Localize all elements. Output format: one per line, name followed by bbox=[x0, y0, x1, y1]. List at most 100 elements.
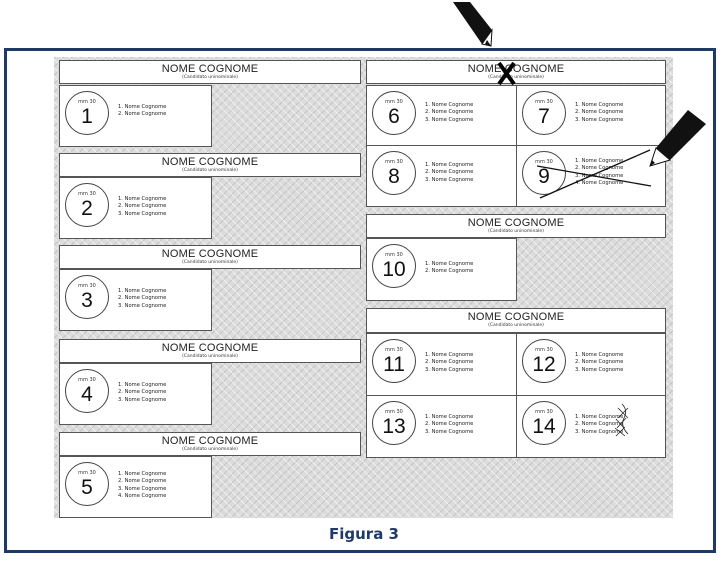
candidate-name: 2. Nome Cognome bbox=[118, 203, 167, 210]
candidate-name: 3. Nome Cognome bbox=[425, 366, 474, 373]
symbol-size-label: mm 30 bbox=[535, 409, 553, 415]
list-header: NOME COGNOME (Candidato uninominale) bbox=[59, 245, 361, 269]
symbol-size-label: mm 30 bbox=[78, 283, 96, 289]
symbol-box[interactable]: mm 30 12 1. Nome Cognome 2. Nome Cognome… bbox=[516, 333, 666, 396]
candidate-subtitle: (Candidato uninominale) bbox=[182, 168, 238, 173]
figure-caption: Figura 3 bbox=[329, 525, 399, 543]
candidate-name: 1. Nome Cognome bbox=[118, 471, 167, 477]
symbol-box[interactable]: mm 30 5 1. Nome Cognome 2. Nome Cognome … bbox=[59, 456, 212, 518]
single-member-candidate-name: NOME COGNOME bbox=[467, 63, 565, 75]
symbol-box[interactable]: mm 30 1 1. Nome Cognome 2. Nome Cognome bbox=[59, 85, 212, 147]
candidate-name: 3. Nome Cognome bbox=[425, 116, 474, 123]
candidate-name: 1. Nome Cognome bbox=[118, 288, 167, 294]
candidate-name: 3. Nome Cognome bbox=[118, 210, 167, 217]
party-symbol[interactable]: mm 30 10 bbox=[372, 244, 416, 288]
symbol-number: 9 bbox=[538, 165, 550, 188]
candidate-name: 3. Nome Cognome bbox=[118, 302, 167, 309]
candidate-list: 1. Nome Cognome 2. Nome Cognome 3. Nome … bbox=[575, 158, 623, 187]
candidate-list: 1. Nome Cognome 2. Nome Cognome 3. Nome … bbox=[575, 352, 623, 374]
party-symbol[interactable]: mm 30 6 bbox=[372, 91, 416, 135]
symbol-size-label: mm 30 bbox=[78, 470, 96, 476]
party-symbol[interactable]: mm 30 7 bbox=[522, 91, 566, 135]
symbol-number: 14 bbox=[532, 415, 556, 438]
symbol-size-label: mm 30 bbox=[385, 252, 403, 258]
list-header: NOME COGNOME (Candidato uninominale) bbox=[366, 308, 666, 333]
candidate-name: 3. Nome Cognome bbox=[118, 396, 167, 403]
symbol-number: 7 bbox=[538, 105, 550, 128]
candidate-name: 4. Nome Cognome bbox=[575, 179, 624, 186]
list-header: NOME COGNOME (Candidato uninominale) bbox=[59, 432, 361, 456]
party-symbol[interactable]: mm 30 5 bbox=[65, 462, 109, 506]
single-member-candidate-name: NOME COGNOME bbox=[161, 248, 259, 260]
candidate-subtitle: (Candidato uninominale) bbox=[488, 229, 544, 234]
candidate-name: 3. Nome Cognome bbox=[575, 366, 624, 373]
candidate-name: 3. Nome Cognome bbox=[425, 428, 474, 435]
candidate-name: 1. Nome Cognome bbox=[425, 102, 474, 108]
candidate-name: 1. Nome Cognome bbox=[118, 196, 167, 202]
candidate-subtitle: (Candidato uninominale) bbox=[182, 447, 238, 452]
single-member-candidate-name: NOME COGNOME bbox=[161, 156, 259, 168]
pencil-icon bbox=[453, 2, 493, 47]
candidate-subtitle: (Candidato uninominale) bbox=[488, 75, 544, 80]
symbol-box[interactable]: mm 30 6 1. Nome Cognome 2. Nome Cognome … bbox=[366, 85, 517, 146]
candidate-name: 2. Nome Cognome bbox=[118, 389, 167, 396]
party-symbol[interactable]: mm 30 3 bbox=[65, 275, 109, 319]
symbol-size-label: mm 30 bbox=[535, 347, 553, 353]
candidate-name: 1. Nome Cognome bbox=[575, 158, 624, 164]
list-header: NOME COGNOME (Candidato uninominale) bbox=[59, 153, 361, 177]
list-header: NOME COGNOME (Candidato uninominale) bbox=[366, 60, 666, 84]
candidate-name: 2. Nome Cognome bbox=[425, 268, 474, 275]
symbol-number: 11 bbox=[383, 353, 405, 376]
symbol-number: 12 bbox=[532, 353, 556, 376]
party-symbol[interactable]: mm 30 1 bbox=[65, 91, 109, 135]
candidate-name: 4. Nome Cognome bbox=[118, 492, 167, 499]
candidate-name: 2. Nome Cognome bbox=[575, 165, 624, 172]
symbol-size-label: mm 30 bbox=[78, 191, 96, 197]
list-header: NOME COGNOME (Candidato uninominale) bbox=[59, 60, 361, 84]
symbol-number: 13 bbox=[382, 415, 406, 438]
candidate-name: 2. Nome Cognome bbox=[425, 359, 474, 366]
candidate-name: 3. Nome Cognome bbox=[575, 428, 624, 435]
candidate-list: 1. Nome Cognome 2. Nome Cognome 3. Nome … bbox=[425, 414, 473, 436]
party-symbol[interactable]: mm 30 9 bbox=[522, 151, 566, 195]
symbol-box[interactable]: mm 30 2 1. Nome Cognome 2. Nome Cognome … bbox=[59, 177, 212, 239]
symbol-number: 1 bbox=[81, 105, 93, 128]
candidate-name: 2. Nome Cognome bbox=[425, 109, 474, 116]
candidate-name: 2. Nome Cognome bbox=[118, 295, 167, 302]
symbol-size-label: mm 30 bbox=[385, 159, 403, 165]
symbol-box[interactable]: mm 30 7 1. Nome Cognome 2. Nome Cognome … bbox=[516, 85, 666, 146]
symbol-box[interactable]: mm 30 4 1. Nome Cognome 2. Nome Cognome … bbox=[59, 363, 212, 425]
party-symbol[interactable]: mm 30 14 bbox=[522, 401, 566, 445]
symbol-number: 4 bbox=[81, 383, 93, 406]
candidate-subtitle: (Candidato uninominale) bbox=[182, 75, 238, 80]
candidate-list: 1. Nome Cognome 2. Nome Cognome 3. Nome … bbox=[118, 382, 166, 404]
symbol-box[interactable]: mm 30 13 1. Nome Cognome 2. Nome Cognome… bbox=[366, 395, 517, 458]
symbol-box[interactable]: mm 30 8 1. Nome Cognome 2. Nome Cognome … bbox=[366, 145, 517, 207]
candidate-list: 1. Nome Cognome 2. Nome Cognome bbox=[425, 261, 473, 276]
candidate-name: 2. Nome Cognome bbox=[575, 359, 624, 366]
candidate-name: 2. Nome Cognome bbox=[425, 169, 474, 176]
symbol-box[interactable]: mm 30 14 1. Nome Cognome 2. Nome Cognome… bbox=[516, 395, 666, 458]
candidate-name: 2. Nome Cognome bbox=[118, 478, 167, 485]
party-symbol[interactable]: mm 30 4 bbox=[65, 369, 109, 413]
symbol-box[interactable]: mm 30 9 1. Nome Cognome 2. Nome Cognome … bbox=[516, 145, 666, 207]
symbol-size-label: mm 30 bbox=[385, 347, 403, 353]
symbol-size-label: mm 30 bbox=[385, 409, 403, 415]
candidate-name: 2. Nome Cognome bbox=[575, 109, 624, 116]
candidate-name: 3. Nome Cognome bbox=[575, 172, 624, 179]
candidate-list: 1. Nome Cognome 2. Nome Cognome 3. Nome … bbox=[575, 414, 623, 436]
party-symbol[interactable]: mm 30 12 bbox=[522, 339, 566, 383]
symbol-box[interactable]: mm 30 3 1. Nome Cognome 2. Nome Cognome … bbox=[59, 269, 212, 331]
party-symbol[interactable]: mm 30 2 bbox=[65, 183, 109, 227]
party-symbol[interactable]: mm 30 8 bbox=[372, 151, 416, 195]
candidate-name: 1. Nome Cognome bbox=[425, 352, 474, 358]
symbol-box[interactable]: mm 30 11 1. Nome Cognome 2. Nome Cognome… bbox=[366, 333, 517, 396]
symbol-box[interactable]: mm 30 10 1. Nome Cognome 2. Nome Cognome bbox=[366, 238, 517, 301]
candidate-name: 2. Nome Cognome bbox=[575, 421, 624, 428]
symbol-number: 6 bbox=[388, 105, 400, 128]
party-symbol[interactable]: mm 30 11 bbox=[372, 339, 416, 383]
party-symbol[interactable]: mm 30 13 bbox=[372, 401, 416, 445]
symbol-number: 8 bbox=[388, 165, 400, 188]
candidate-list: 1. Nome Cognome 2. Nome Cognome 3. Nome … bbox=[118, 196, 166, 218]
candidate-subtitle: (Candidato uninominale) bbox=[182, 354, 238, 359]
